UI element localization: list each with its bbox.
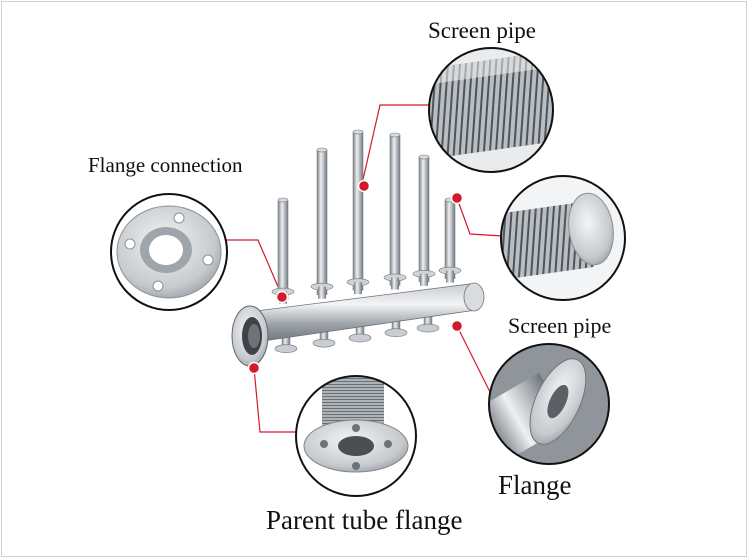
callout-dot: [247, 361, 261, 375]
inset-screen-pipe-end: [500, 175, 626, 301]
screen-pipe-riser: [277, 199, 289, 300]
callout-dot: [450, 191, 464, 205]
inset-flange: [488, 343, 610, 465]
label-flange-connection: Flange connection: [88, 153, 243, 177]
header-end-cap: [463, 282, 485, 312]
bottom-stub-flange: [312, 338, 336, 348]
riser-cap: [389, 132, 401, 138]
callout-dot: [357, 179, 371, 193]
screen-pipe-riser: [352, 131, 364, 291]
bottom-stub-flange: [384, 328, 408, 338]
label-parent-tube-flange: Parent tube flange: [266, 505, 463, 535]
callout-flange-connection: [224, 239, 283, 297]
riser-coupling: [391, 277, 399, 290]
callout-dot: [450, 319, 464, 333]
inset-parent-tube-flange: [295, 375, 417, 497]
bottom-stub-flange: [416, 323, 440, 333]
riser-cap: [352, 129, 364, 135]
inset-screen-pipe-top: [428, 47, 554, 173]
riser-coupling: [354, 282, 362, 295]
manifold-assembly: [231, 129, 485, 367]
bottom-stub-flange: [274, 344, 298, 353]
riser-coupling: [420, 273, 428, 286]
callout-dot: [275, 290, 289, 304]
riser-coupling: [318, 286, 326, 299]
riser-coupling: [446, 270, 454, 283]
label-screen-pipe-top: Screen pipe: [428, 18, 536, 43]
screen-pipe-riser: [389, 134, 401, 286]
riser-cap: [277, 197, 289, 203]
inset-flange-connection: [110, 193, 228, 311]
callout-parent-tube-flange: [253, 367, 296, 433]
riser-cap: [316, 147, 328, 153]
screen-pipe-riser: [418, 156, 430, 283]
bottom-stub-flange: [348, 333, 372, 343]
label-flange: Flange: [498, 470, 572, 500]
riser-cap: [418, 154, 430, 160]
callout-screen-pipe-top: [361, 104, 434, 185]
label-screen-pipe-right: Screen pipe: [508, 313, 612, 338]
callout-flange: [456, 325, 491, 393]
callout-screen-pipe-right: [456, 197, 504, 237]
screen-pipe-riser: [316, 149, 328, 295]
